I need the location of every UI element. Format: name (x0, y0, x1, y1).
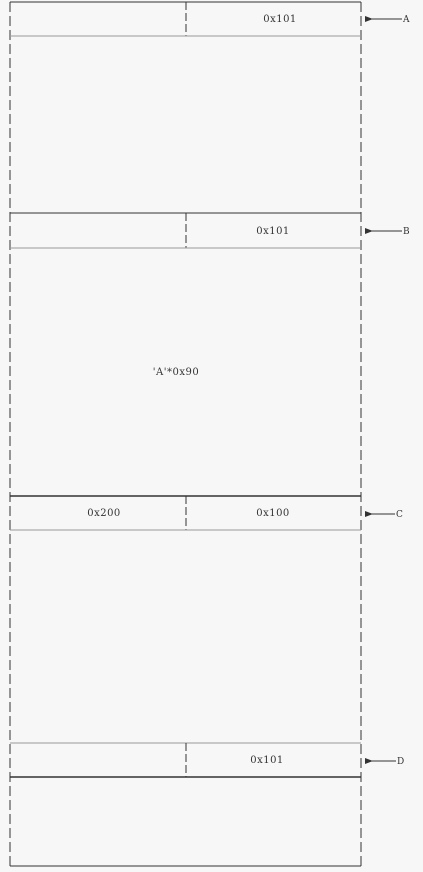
chunk-b-body-label: 'A'*0x90 (153, 367, 199, 378)
marker-d-label: D (397, 757, 404, 767)
marker-b-label: B (403, 227, 410, 237)
marker-a-label: A (402, 15, 410, 25)
pointer-b: B (365, 227, 410, 237)
marker-c-label: C (396, 510, 403, 520)
chunk-c-header: 0x200 0x100 (10, 495, 361, 531)
pointer-c: C (365, 510, 403, 520)
chunk-a-header: 0x101 (10, 1, 361, 37)
chunk-b-right-value: 0x101 (256, 226, 290, 237)
pointer-a: A (365, 15, 410, 25)
pointer-d: D (365, 757, 404, 767)
chunk-c-left-value: 0x200 (87, 508, 121, 519)
chunk-d-header: 0x101 (10, 742, 361, 778)
chunk-a-right-value: 0x101 (263, 14, 297, 25)
chunk-d-right-value: 0x101 (250, 755, 284, 766)
chunk-b-header: 0x101 (10, 212, 361, 249)
chunk-c-right-value: 0x100 (256, 508, 290, 519)
